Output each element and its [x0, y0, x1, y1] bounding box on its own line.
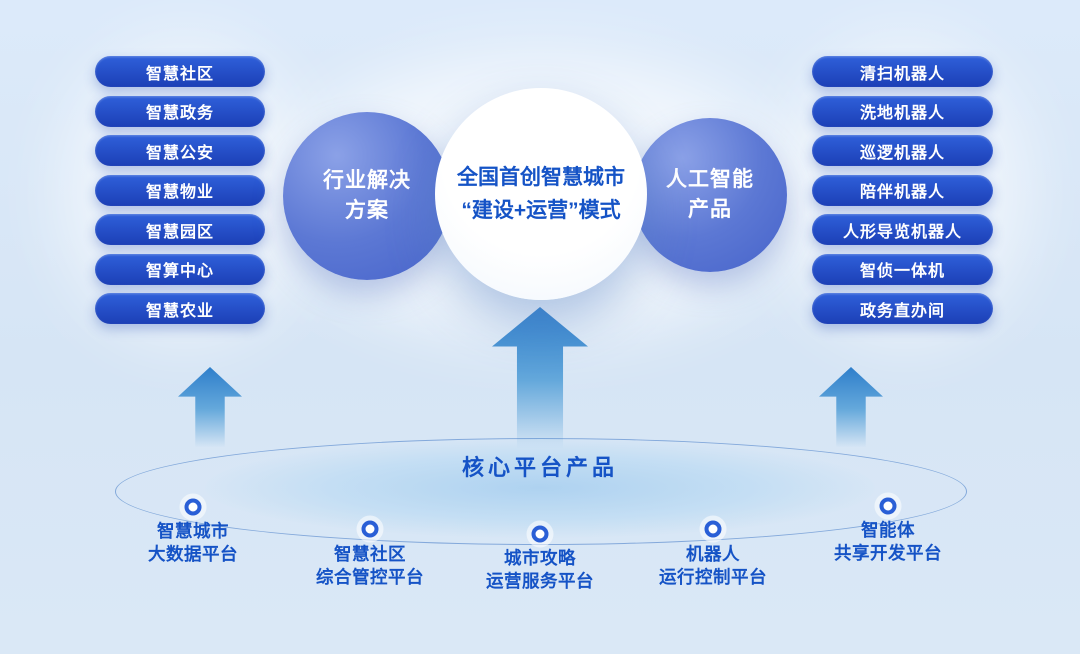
- platform-label-line: 智慧社区: [334, 544, 406, 564]
- platform-dot-robot: [704, 520, 722, 538]
- platform-dot-community: [361, 520, 379, 538]
- ai-product-list: 清扫机器人 洗地机器人 巡逻机器人 陪伴机器人 人形导览机器人 智侦一体机 政务…: [812, 56, 993, 324]
- platform-label-community: 智慧社区 综合管控平台: [316, 543, 424, 589]
- platform-label-line: 智能体: [861, 520, 915, 540]
- platform-label-line: 智慧城市: [157, 521, 229, 541]
- circle-core-model: 全国首创智慧城市 “建设+运营”模式: [435, 88, 647, 300]
- pill-smart-government: 智慧政务: [95, 95, 265, 127]
- platform-label-line: 运行控制平台: [659, 567, 767, 587]
- platform-label-line: 机器人: [686, 544, 740, 564]
- pill-humanoid-guide-robot: 人形导览机器人: [812, 214, 993, 245]
- pill-smart-property: 智慧物业: [95, 174, 265, 206]
- platform-dot-bigdata: [184, 498, 202, 516]
- platform-label-line: 综合管控平台: [316, 567, 424, 587]
- circle-industry-solutions: 行业解决 方案: [283, 112, 451, 280]
- platform-dot-agent: [879, 497, 897, 515]
- pill-smart-agriculture: 智慧农业: [95, 293, 265, 324]
- pill-companion-robot: 陪伴机器人: [812, 174, 993, 206]
- circle-ai-line1: 人工智能: [666, 168, 754, 191]
- circle-core-line2: “建设+运营”模式: [461, 199, 621, 222]
- pill-smart-police: 智慧公安: [95, 135, 265, 166]
- platform-label-agent: 智能体 共享开发平台: [834, 519, 942, 565]
- pill-gov-service-room: 政务直办间: [812, 293, 993, 324]
- platform-dot-citystrategy: [531, 525, 549, 543]
- pill-smart-community: 智慧社区: [95, 56, 265, 87]
- pill-sweeping-robot: 清扫机器人: [812, 56, 993, 87]
- platform-label-citystrategy: 城市攻略 运营服务平台: [486, 547, 594, 593]
- platform-label-line: 城市攻略: [504, 548, 576, 568]
- pill-patrol-robot: 巡逻机器人: [812, 135, 993, 166]
- circle-ai-products: 人工智能 产品: [633, 118, 787, 272]
- platform-ellipse: [205, 438, 875, 538]
- pill-smart-detection-device: 智侦一体机: [812, 253, 993, 285]
- platform-label-bigdata: 智慧城市 大数据平台: [148, 520, 238, 566]
- platform-label-line: 运营服务平台: [486, 571, 594, 591]
- pill-smart-computing-center: 智算中心: [95, 253, 265, 285]
- circle-ai-line2: 产品: [688, 198, 732, 221]
- circle-industry-line2: 方案: [345, 199, 389, 222]
- up-arrow-icon-right: [819, 367, 883, 447]
- core-platform-title: 核心平台产品: [461, 455, 619, 480]
- pill-floor-washing-robot: 洗地机器人: [812, 95, 993, 127]
- industry-solution-list: 智慧社区 智慧政务 智慧公安 智慧物业 智慧园区 智算中心 智慧农业: [95, 56, 265, 324]
- circle-core-line1: 全国首创智慧城市: [457, 166, 625, 189]
- pill-smart-park: 智慧园区: [95, 214, 265, 245]
- up-arrow-icon-left: [178, 367, 242, 447]
- circle-industry-line1: 行业解决: [323, 169, 411, 192]
- platform-label-line: 大数据平台: [148, 544, 238, 564]
- platform-label-line: 共享开发平台: [834, 543, 942, 563]
- platform-label-robot: 机器人 运行控制平台: [659, 543, 767, 589]
